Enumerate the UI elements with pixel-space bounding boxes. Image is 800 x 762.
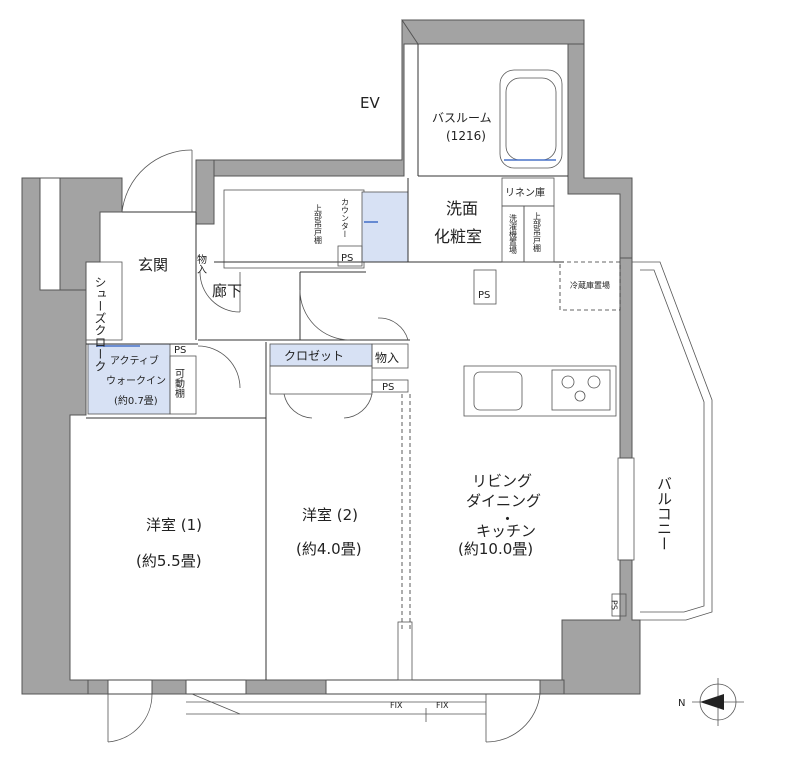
shoes-cloak-label: シューズクローク bbox=[93, 276, 107, 372]
upper-shelf-left-label: 上部吊戸棚 bbox=[314, 204, 323, 245]
hallway-label: 廊下 bbox=[212, 282, 242, 300]
ldk-label-1: リビング bbox=[472, 472, 532, 490]
movable-shelf-label: 可動棚 bbox=[173, 368, 185, 399]
fix-label-2: FIX bbox=[436, 701, 449, 710]
ps-wic-label: PS bbox=[174, 345, 186, 356]
interior-walls bbox=[85, 44, 713, 743]
bathroom-label: バスルーム bbox=[432, 111, 492, 125]
storage-closet-label: 物入 bbox=[375, 351, 399, 365]
upper-shelf-right-label: 上部吊戸棚 bbox=[533, 212, 542, 253]
ldk-label-4: キッチン bbox=[476, 522, 536, 540]
room-labels: EV バスルーム (1216) リネン庫 洗面 化粧室 上部吊戸棚 カウンター … bbox=[93, 94, 673, 710]
exterior-walls bbox=[21, 19, 641, 695]
closet-label: クロゼット bbox=[284, 349, 344, 363]
ldk-label-2: ダイニング bbox=[466, 492, 541, 510]
room1-name-label: 洋室 (1) bbox=[146, 516, 202, 534]
wic-label-1: アクティブ bbox=[110, 354, 159, 367]
ldk-size-label: (約10.0畳) bbox=[458, 540, 533, 558]
fridge-label: 冷蔵庫置場 bbox=[570, 280, 610, 290]
washer-label: 洗濯機置場 bbox=[509, 213, 518, 255]
room2-name-label: 洋室 (2) bbox=[302, 506, 358, 524]
compass-north-label: N bbox=[678, 698, 685, 709]
fix-label-1: FIX bbox=[390, 701, 403, 710]
washroom-label-2: 化粧室 bbox=[434, 227, 482, 246]
ps-balcony-label: PS bbox=[610, 600, 619, 610]
ps-hall-label: PS bbox=[478, 290, 490, 301]
entrance-label: 玄関 bbox=[138, 256, 168, 274]
washroom-label-1: 洗面 bbox=[446, 199, 478, 218]
compass: N bbox=[678, 678, 744, 726]
ev-label: EV bbox=[360, 94, 380, 112]
room2-size-label: (約4.0畳) bbox=[296, 540, 362, 558]
linen-label: リネン庫 bbox=[505, 186, 545, 199]
ldk-label-3: ・ bbox=[500, 510, 515, 528]
wic-label-2: ウォークイン bbox=[106, 375, 166, 387]
balcony-label: バルコニー bbox=[655, 476, 673, 551]
compass-needle-icon bbox=[700, 694, 724, 710]
wic-size-label: (約0.7畳) bbox=[114, 394, 158, 407]
bathroom-size-label: (1216) bbox=[446, 129, 486, 143]
room1-size-label: (約5.5畳) bbox=[136, 552, 202, 570]
ps-washroom-label: PS bbox=[341, 253, 353, 264]
ps-closet-label: PS bbox=[382, 382, 394, 393]
counter-label: カウンター bbox=[341, 198, 350, 238]
storage-entrance-label: 物入 bbox=[195, 253, 207, 274]
